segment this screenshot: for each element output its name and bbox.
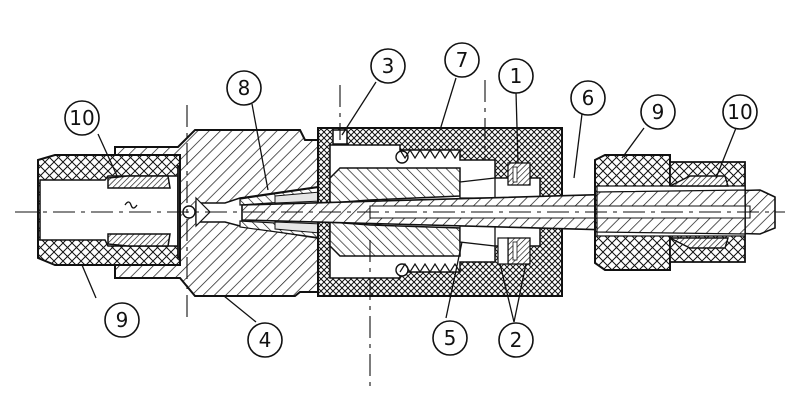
callout-1: 1 (498, 58, 534, 94)
leader-lines (81, 77, 737, 323)
svg-text:7: 7 (456, 48, 469, 72)
callout-4: 4 (247, 322, 283, 358)
part-2-blocks (497, 237, 531, 265)
svg-text:6: 6 (582, 86, 595, 110)
svg-text:2: 2 (510, 328, 523, 352)
svg-text:9: 9 (652, 100, 665, 124)
left-nut (37, 154, 181, 266)
svg-text:4: 4 (259, 328, 272, 352)
part-1-block (507, 162, 531, 186)
callout-3: 3 (370, 48, 406, 84)
callout-6: 6 (570, 80, 606, 116)
svg-text:10: 10 (727, 100, 752, 124)
svg-text:10: 10 (69, 106, 94, 130)
center-lines (15, 80, 785, 390)
threaded-part-5 (329, 148, 496, 274)
callout-10-right: 10 (722, 94, 758, 130)
callout-9-right: 9 (640, 94, 676, 130)
svg-text:1: 1 (510, 64, 523, 88)
callout-9-left: 9 (104, 302, 140, 338)
callout-10-left: 10 (64, 100, 100, 136)
callout-7: 7 (444, 42, 480, 78)
right-ferrule (669, 175, 729, 249)
left-ferrule (107, 175, 171, 247)
callout-8: 8 (226, 70, 262, 106)
svg-text:9: 9 (116, 308, 129, 332)
svg-text:3: 3 (382, 54, 395, 78)
callout-2: 2 (498, 322, 534, 358)
callout-5: 5 (432, 320, 468, 356)
svg-text:5: 5 (444, 326, 457, 350)
svg-text:8: 8 (238, 76, 251, 100)
